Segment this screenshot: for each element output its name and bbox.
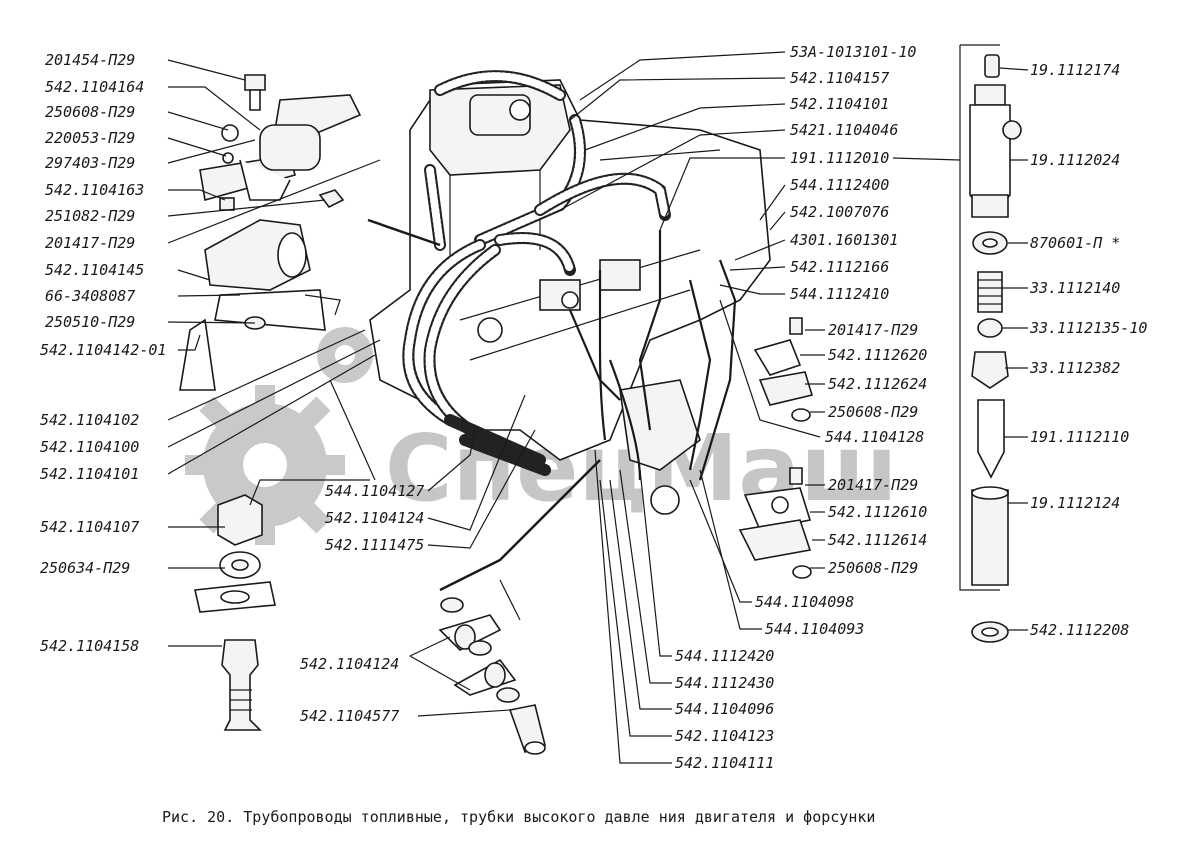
fittings-left-lower <box>194 494 276 731</box>
part-label: 53А-1013101-10 <box>790 43 916 61</box>
part-label: 19.1112124 <box>1030 494 1120 512</box>
part-label: 542.1104142-01 <box>40 341 166 359</box>
part-label: 542.1104145 <box>45 261 144 279</box>
part-label: 201417-П29 <box>45 234 135 252</box>
part-label: 542.1111475 <box>325 536 424 554</box>
part-label: 544.1104096 <box>675 700 774 718</box>
part-label: 19.1112024 <box>1030 151 1120 169</box>
part-label: 220053-П29 <box>45 129 135 147</box>
part-label: 542.1104101 <box>40 465 139 483</box>
part-label: 542.1112614 <box>828 531 927 549</box>
part-label: 542.1104101 <box>790 95 889 113</box>
part-label: 542.1104123 <box>675 727 774 745</box>
part-label: 542.1104100 <box>40 438 139 456</box>
bracket-assembly-top <box>199 74 362 211</box>
part-label: 542.1104164 <box>45 78 144 96</box>
part-label: 544.1112400 <box>790 176 889 194</box>
part-label: 544.1104128 <box>825 428 924 446</box>
part-label: 544.1104127 <box>325 482 424 500</box>
part-label: 33.1112140 <box>1029 279 1120 297</box>
banjo-fittings <box>438 597 546 755</box>
labels-injector: 19.1112174 19.1112024 870601-П * 33.1112… <box>1029 61 1147 639</box>
part-label: 542.1104107 <box>40 518 139 536</box>
part-label: 542.1007076 <box>790 203 889 221</box>
fuel-hoses <box>402 70 671 476</box>
part-label: 542.1104111 <box>675 754 774 772</box>
part-label: 542.1104577 <box>300 707 399 725</box>
part-label: 542.1112620 <box>828 346 927 364</box>
part-label: 544.1112420 <box>675 647 774 665</box>
part-label: 4301.1601301 <box>790 231 898 249</box>
part-label: 250510-П29 <box>45 313 135 331</box>
clamp-assemblies <box>738 317 814 579</box>
injector-exploded-view <box>959 44 1022 643</box>
part-label: 191.1112010 <box>790 149 889 167</box>
part-label: 542.1104124 <box>300 655 399 673</box>
part-label: 191.1112110 <box>1030 428 1129 446</box>
leader-lines <box>167 51 1029 764</box>
part-label: 544.1112410 <box>790 285 889 303</box>
part-label: 542.1112624 <box>828 375 927 393</box>
high-pressure-tubes <box>568 230 737 481</box>
bracket-assembly-mid <box>179 219 341 391</box>
labels-left: 201454-П29 542.1104164 250608-П29 220053… <box>40 51 399 725</box>
part-label: 250608-П29 <box>45 103 135 121</box>
part-label: 250634-П29 <box>40 559 130 577</box>
part-label: 542.1104124 <box>325 509 424 527</box>
labels-center: 544.1104127 542.1104124 542.1111475 <box>325 482 424 554</box>
part-label: 542.1112610 <box>828 503 927 521</box>
part-label: 297403-П29 <box>45 154 135 172</box>
part-label: 201417-П29 <box>828 321 918 339</box>
part-label: 870601-П * <box>1030 234 1120 252</box>
part-label: 201454-П29 <box>45 51 135 69</box>
part-label: 250608-П29 <box>828 559 918 577</box>
labels-top-right: 53А-1013101-10 542.1104157 542.1104101 5… <box>790 43 916 303</box>
part-label: 542.1112166 <box>790 258 889 276</box>
part-label: 542.1104163 <box>45 181 144 199</box>
part-label: 33.1112135-10 <box>1029 319 1147 337</box>
part-label: 251082-П29 <box>45 207 135 225</box>
part-label: 33.1112382 <box>1029 359 1120 377</box>
part-label: 250608-П29 <box>828 403 918 421</box>
part-label: 544.1112430 <box>675 674 774 692</box>
part-label: 542.1104102 <box>40 411 139 429</box>
part-label: 544.1104098 <box>755 593 854 611</box>
part-label: 19.1112174 <box>1030 61 1120 79</box>
labels-right-mid: 201417-П29 542.1112620 542.1112624 25060… <box>825 321 927 577</box>
part-label: 544.1104093 <box>765 620 864 638</box>
figure-caption: Рис. 20. Трубопроводы топливные, трубки … <box>162 808 875 826</box>
part-label: 201417-П29 <box>828 476 918 494</box>
part-label: 542.1104157 <box>790 69 889 87</box>
part-label: 5421.1104046 <box>790 121 898 139</box>
part-label: 542.1104158 <box>40 637 139 655</box>
part-label: 542.1112208 <box>1030 621 1129 639</box>
part-label: 66-3408087 <box>45 287 135 305</box>
labels-bottom-center: 544.1104098 544.1104093 544.1112420 544.… <box>675 593 864 772</box>
